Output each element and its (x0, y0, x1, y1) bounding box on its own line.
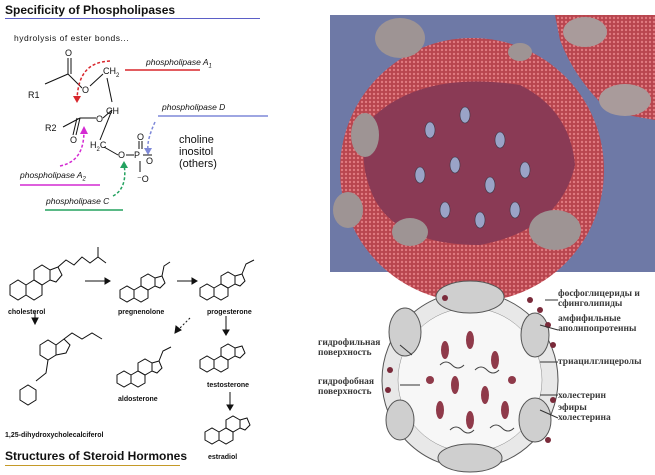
svg-text:O: O (96, 114, 103, 124)
r2-group: R2 (45, 123, 57, 133)
steroid-title-underline (5, 465, 180, 466)
phospholipid-structure: R1 O O CH2 CH O R2 O H2C O P O O ⁻O (20, 48, 268, 211)
calcitriol-label: 1,25-dihydroxycholecalciferol (5, 432, 104, 439)
svg-text:H2C: H2C (90, 140, 107, 153)
steroid-structures (9, 247, 255, 445)
cholesterol-label-ru: холестерин (558, 391, 607, 401)
phospholipids-label: фосфоглицериды и сфинголипиды (558, 289, 640, 309)
pla2-label: phospholipase A2 (20, 170, 86, 183)
apolipoproteins-label: амфифильные аполипопротеины (558, 314, 637, 334)
pla2-arrow (59, 129, 85, 167)
svg-text:O: O (118, 150, 125, 160)
cholesterol-esters-label: эфиры холестерина (558, 403, 611, 423)
svg-text:O: O (146, 156, 153, 166)
svg-text:CH: CH (106, 106, 119, 116)
svg-text:O: O (70, 135, 77, 145)
r1-group: R1 (28, 90, 40, 100)
pla1-arrow (76, 60, 111, 101)
headgroup-others: (others) (179, 158, 217, 170)
steroid-title: Structures of Steroid Hormones (5, 449, 188, 463)
hydrophobic-label: гидрофобная поверхность (318, 377, 375, 397)
phospholipase-subtitle: hydrolysis of ester bonds... (14, 33, 130, 43)
hydrophilic-label: гидрофильная поверхность (318, 338, 381, 358)
svg-text:CH2: CH2 (103, 66, 120, 79)
pregnenolone-label: pregnenolone (118, 309, 165, 316)
triacylglycerols-label: триацилглицеролы (558, 357, 642, 367)
phospholipase-title: Specificity of Phospholipases (5, 3, 176, 17)
svg-text:O: O (137, 132, 144, 142)
plc-label: phospholipase C (46, 196, 110, 206)
svg-text:⁻O: ⁻O (137, 174, 149, 184)
estradiol-label: estradiol (208, 454, 238, 461)
svg-text:P: P (134, 150, 140, 160)
headgroup-list: choline inositol (others) (179, 134, 217, 170)
aldosterone-label: aldosterone (118, 396, 158, 403)
title-underline (5, 18, 260, 19)
cholesterol-label: cholesterol (8, 309, 46, 316)
progesterone-label: progesterone (207, 309, 252, 316)
svg-text:O: O (82, 85, 89, 95)
headgroup-choline: choline (179, 134, 214, 146)
pla1-label: phospholipase A1 (146, 57, 212, 70)
testosterone-label: testosterone (207, 382, 250, 389)
pld-label: phospholipase D (162, 102, 226, 112)
headgroup-inositol: inositol (179, 146, 214, 158)
svg-text:O: O (65, 48, 72, 58)
